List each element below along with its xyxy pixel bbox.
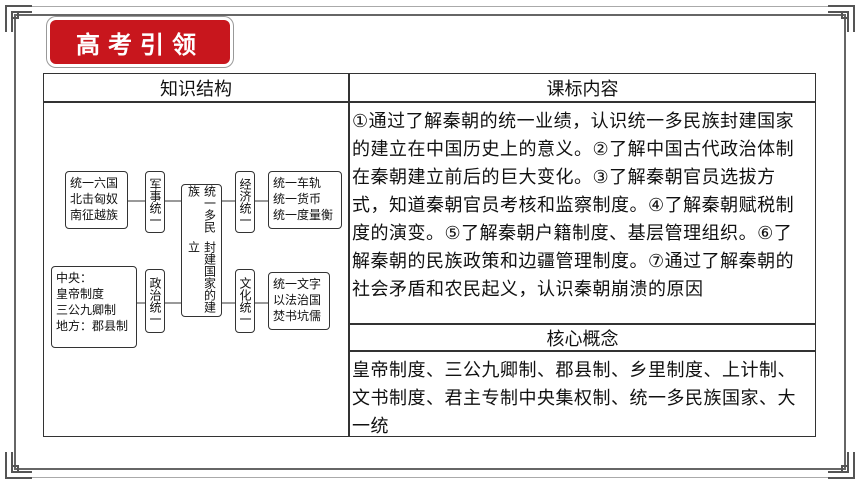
corner-ornament-icon: [5, 452, 32, 479]
corner-ornament-icon: [828, 452, 855, 479]
center-label-col2: 封建国家的建立: [186, 240, 217, 313]
military-items-box: 统一六国 北击匈奴 南征越族: [65, 171, 128, 229]
corner-ornament-icon: [5, 5, 32, 32]
military-unity-label: 军事统一: [148, 178, 162, 226]
economic-unity-box: 经济统一: [235, 171, 255, 233]
political-item: 三公九卿制: [56, 303, 117, 317]
political-item: 皇帝制度: [56, 287, 105, 301]
section-title: 高考引领: [76, 30, 204, 59]
cultural-unity-box: 文化统一: [235, 269, 255, 333]
cultural-item: 统一文字: [273, 277, 322, 291]
core-concepts-text: 皇帝制度、三公九卿制、郡县制、乡里制度、上计制、文书制度、君主专制中央集权制、统…: [352, 360, 796, 437]
center-unified-state-box: 统一多民族 封建国家的建立: [181, 184, 222, 317]
economic-item: 统一货币: [273, 192, 322, 206]
corner-ornament-icon: [828, 5, 855, 32]
center-label-col1: 统一多民族: [186, 185, 217, 233]
political-unity-label: 政治统一: [148, 277, 162, 325]
knowledge-table: 知识结构 课标内容 核心概念 ①通过了解秦朝的统一业绩，认识统一多民族封建国家的…: [43, 73, 816, 437]
economic-item: 统一车轨: [273, 176, 322, 190]
military-unity-box: 军事统一: [145, 171, 165, 233]
political-items-box: 中央： 皇帝制度 三公九卿制 地方：郡县制: [51, 266, 137, 348]
economic-unity-label: 经济统一: [238, 178, 252, 226]
section-title-badge: 高考引领: [50, 20, 230, 64]
curriculum-content-text: ①通过了解秦朝的统一业绩，认识统一多民族封建国家的建立在中国历史上的意义。②了解…: [352, 111, 795, 300]
cultural-unity-label: 文化统一: [238, 277, 252, 325]
cultural-item: 以法治国: [273, 293, 322, 307]
header-knowledge-structure: 知识结构: [160, 78, 232, 100]
economic-items-box: 统一车轨 统一货币 统一度量衡: [268, 171, 342, 229]
header-curriculum-content: 课标内容: [546, 78, 619, 100]
military-item: 统一六国: [70, 176, 119, 190]
diagram-connectors: [128, 200, 268, 304]
political-item: 中央：: [56, 271, 93, 285]
political-item: 地方：郡县制: [56, 319, 129, 333]
military-item: 南征越族: [70, 208, 119, 222]
header-core-concepts: 核心概念: [546, 328, 619, 350]
cultural-item: 焚书坑儒: [273, 309, 322, 323]
military-item: 北击匈奴: [70, 192, 119, 206]
economic-item: 统一度量衡: [273, 208, 334, 222]
political-unity-box: 政治统一: [145, 269, 165, 333]
cultural-items-box: 统一文字 以法治国 焚书坑儒: [268, 272, 330, 330]
